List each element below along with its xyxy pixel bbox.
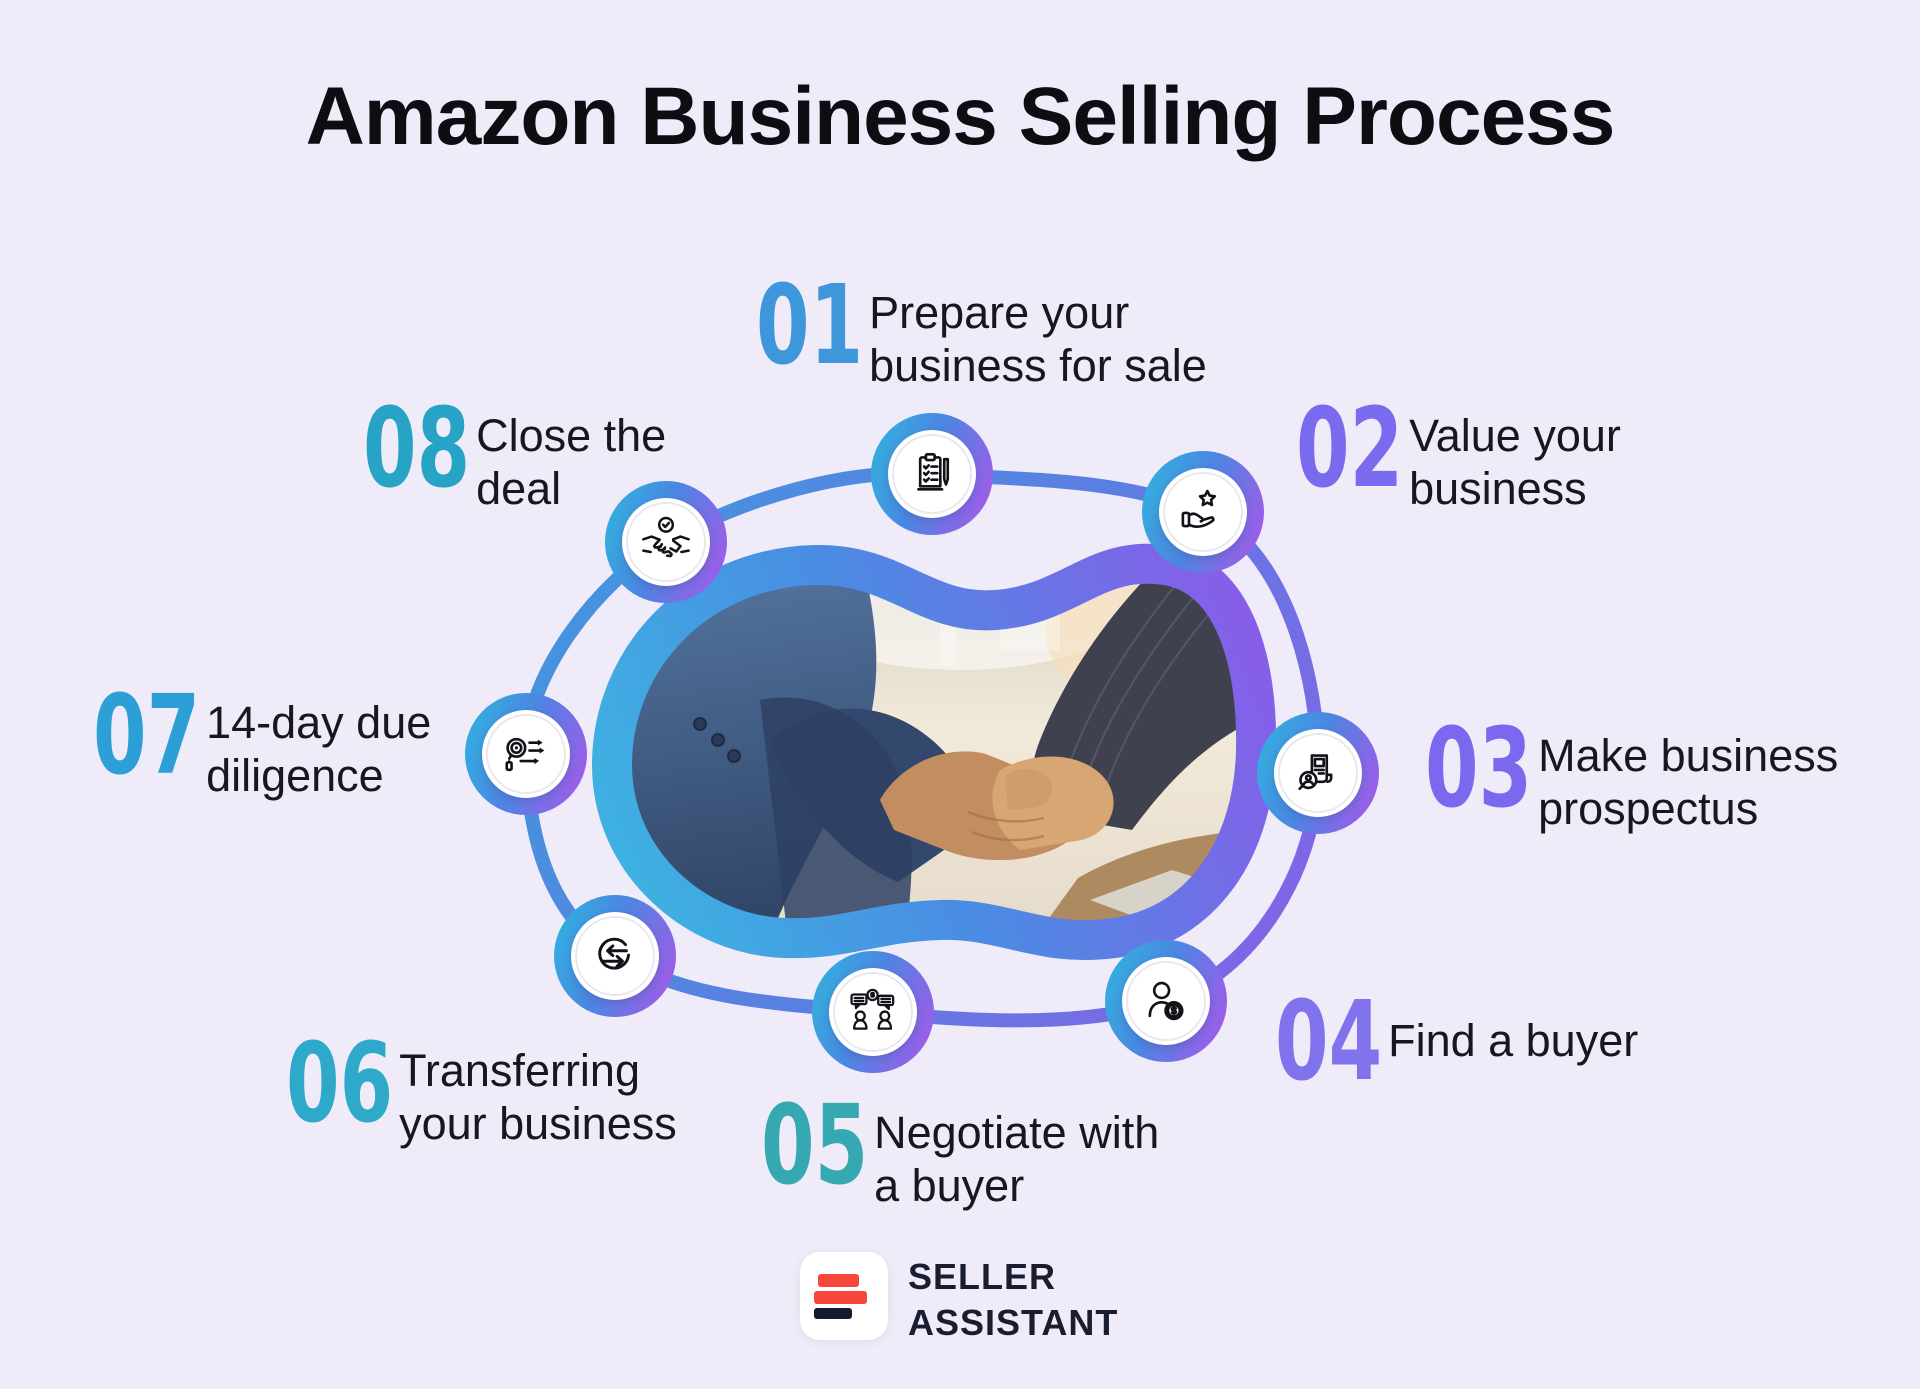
step-01-number: 01 [756,261,864,389]
step-04-icon-circle [1105,940,1227,1062]
step-02-number: 02 [1296,384,1404,512]
step-04-label: Find a buyer [1388,1015,1639,1066]
brand-name: SELLER ASSISTANT [908,1254,1118,1346]
step-04-icon-disc [1122,957,1210,1045]
photo-blob-border [592,543,1277,961]
step-05-icon-circle [812,951,934,1073]
brand-logo: SELLER ASSISTANT [800,1252,1118,1346]
prospectus-search-icon [1298,754,1333,791]
negotiation-chat-icon [850,988,895,1030]
step-02: 02 Value your business [1296,393,1621,515]
step-06-icon-disc [571,912,659,1000]
step-07-icon-circle [465,693,587,815]
transfer-arrows-icon [598,937,631,970]
step-06-icon-circle [554,895,676,1017]
clipboard-pen-icon [917,453,950,491]
brand-name-line2: ASSISTANT [908,1302,1119,1343]
step-02-label: Value your business [1409,410,1621,514]
step-01-icon-circle [871,413,993,535]
step-03: 03 Make business prospectus [1425,713,1838,835]
step-07-icon-disc [482,710,570,798]
step-07-label: 14-day due diligence [206,697,432,801]
step-05-label: Negotiate with a buyer [874,1107,1160,1211]
step-01-label: Prepare your business for sale [869,287,1207,391]
step-04-number: 04 [1275,977,1383,1105]
hand-star-icon [1181,489,1217,528]
step-08-number: 08 [363,384,471,512]
step-02-icon-circle [1142,451,1264,573]
logo-bar-top [818,1274,859,1287]
brand-name-line1: SELLER [908,1256,1057,1297]
step-03-icon-disc [1274,729,1362,817]
step-07-number: 07 [93,671,201,799]
step-02-icon-disc [1159,468,1247,556]
logo-bar-bottom [814,1308,852,1319]
step-06-label: Transferring your business [399,1045,677,1149]
due-diligence-search-icon [505,737,545,772]
step-06-number: 06 [286,1019,394,1147]
step-07: 07 14-day due diligence [93,680,431,802]
step-06: 06 Transferring your business [286,1028,677,1150]
step-05: 05 Negotiate with a buyer [761,1090,1159,1212]
step-03-label: Make business prospectus [1538,730,1839,834]
step-03-number: 03 [1425,704,1533,832]
seller-assistant-logo-icon [800,1252,888,1340]
step-08: 08 Close the deal [363,393,666,515]
step-04: 04 Find a buyer [1275,986,1638,1096]
step-03-icon-circle [1257,712,1379,834]
step-05-number: 05 [761,1081,869,1209]
page-title: Amazon Business Selling Process [305,71,1616,162]
step-01: 01 Prepare your business for sale [756,270,1207,392]
step-05-icon-disc [829,968,917,1056]
step-01-icon-disc [888,430,976,518]
step-08-label: Close the deal [476,410,667,514]
buyer-person-dollar-icon [1148,981,1184,1021]
handshake-check-icon [642,516,690,558]
logo-bar-middle [814,1291,867,1304]
